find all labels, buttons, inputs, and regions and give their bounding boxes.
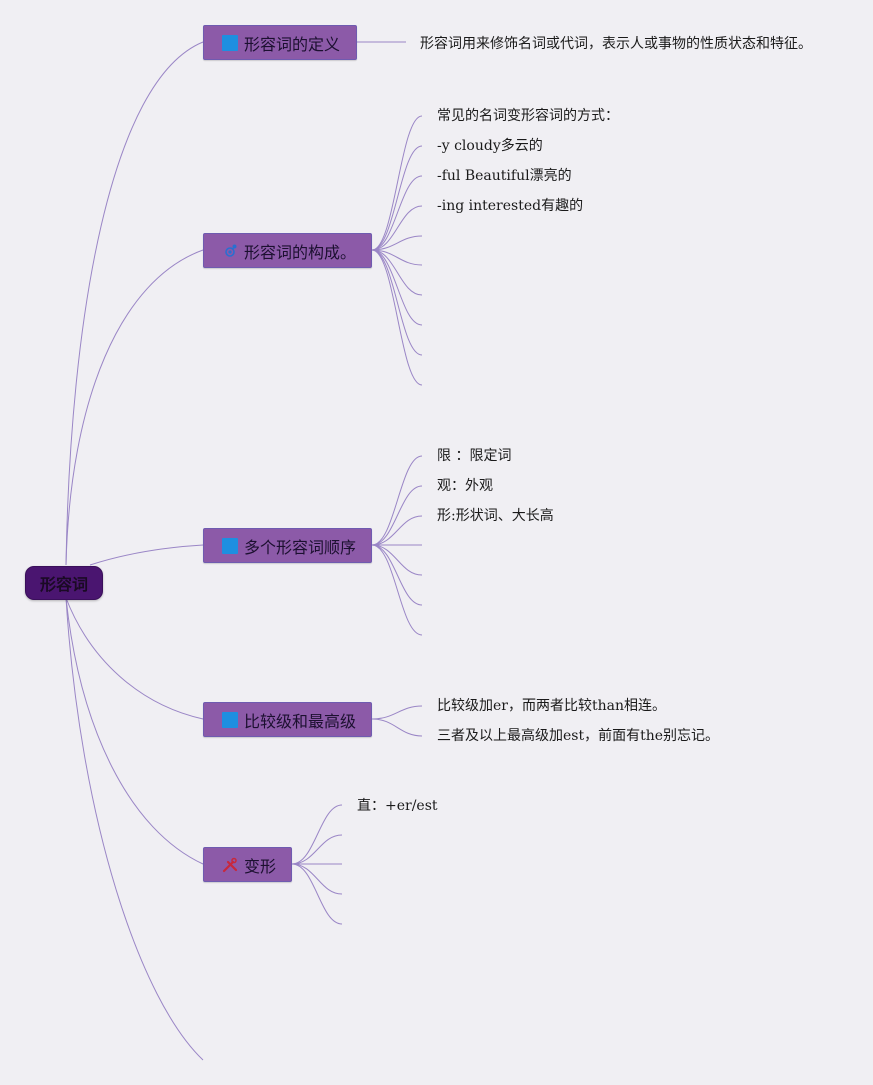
connector-order-leaf: [371, 455, 423, 546]
connector-transform-leaf: [291, 863, 343, 925]
leaf-topic[interactable]: 形容词用来修饰名词或代词，表示人或事物的性质状态和特征。: [420, 36, 812, 52]
leaf-topic[interactable]: 观：外观: [437, 478, 493, 494]
connector-formation-leaf: [371, 249, 423, 386]
connector-order-leaf: [371, 544, 423, 576]
branch-label: 形容词的定义: [244, 34, 341, 54]
connector-formation-leaf: [371, 145, 423, 251]
connector-root-to-formation: [65, 249, 204, 566]
branch-label: 多个形容词顺序: [244, 537, 357, 557]
branch-node-adjective-order[interactable]: 多个形容词顺序: [203, 528, 372, 563]
connector-root-to-empty: [65, 597, 204, 1061]
root-node-label: 形容词: [39, 575, 88, 594]
connector-formation-leaf: [371, 205, 423, 251]
blue-square-icon: [222, 711, 238, 728]
branch-node-definition[interactable]: 形容词的定义: [203, 25, 357, 60]
connector-comparison-leaf: [371, 705, 423, 720]
connector-formation-leaf: [371, 249, 423, 356]
blue-square-icon: [222, 34, 238, 51]
branch-label: 形容词的构成。: [244, 242, 357, 262]
tools-icon: [222, 857, 238, 873]
connector-root-to-definition: [65, 41, 204, 566]
leaf-topic[interactable]: 直：+er/est: [357, 798, 438, 814]
root-node[interactable]: 形容词: [25, 566, 103, 600]
connector-formation-leaf: [371, 235, 423, 251]
connector-formation-leaf: [371, 175, 423, 251]
leaf-topic[interactable]: -y cloudy多云的: [437, 138, 543, 154]
branch-node-formation[interactable]: 形容词的构成。: [203, 233, 372, 268]
connector-formation-leaf: [371, 115, 423, 251]
connector-transform-leaf: [291, 834, 343, 865]
leaf-topic[interactable]: 限 ：限定词: [437, 448, 512, 464]
connector-transform-leaf: [291, 863, 343, 895]
connector-formation-leaf: [371, 249, 423, 296]
branch-label: 比较级和最高级: [244, 711, 357, 731]
connector-order-leaf: [371, 515, 423, 546]
molecule-icon: [222, 243, 238, 259]
connector-order-leaf: [371, 544, 423, 636]
connector-root-to-transform: [65, 597, 204, 865]
leaf-topic[interactable]: 比较级加er，而两者比较than相连。: [437, 698, 666, 714]
connector-formation-leaf: [371, 249, 423, 326]
leaf-topic[interactable]: 三者及以上最高级加est，前面有the别忘记。: [437, 728, 720, 744]
leaf-topic[interactable]: -ful Beautiful漂亮的: [437, 168, 572, 184]
leaf-topic[interactable]: 常见的名词变形容词的方式：: [437, 108, 619, 124]
connector-transform-leaf: [291, 804, 343, 865]
branch-label: 变形: [244, 856, 277, 876]
blue-square-icon: [222, 537, 238, 554]
leaf-topic[interactable]: 形:形状词、大长高: [437, 508, 554, 524]
branch-node-transform[interactable]: 变形: [203, 847, 292, 882]
connector-comparison-leaf: [371, 718, 423, 737]
connector-order-leaf: [371, 485, 423, 546]
leaf-topic[interactable]: -ing interested有趣的: [437, 198, 584, 214]
connector-root-to-comparison: [65, 597, 204, 720]
connector-order-leaf: [371, 544, 423, 606]
branch-node-comparison[interactable]: 比较级和最高级: [203, 702, 372, 737]
connector-root-to-order: [89, 544, 204, 566]
